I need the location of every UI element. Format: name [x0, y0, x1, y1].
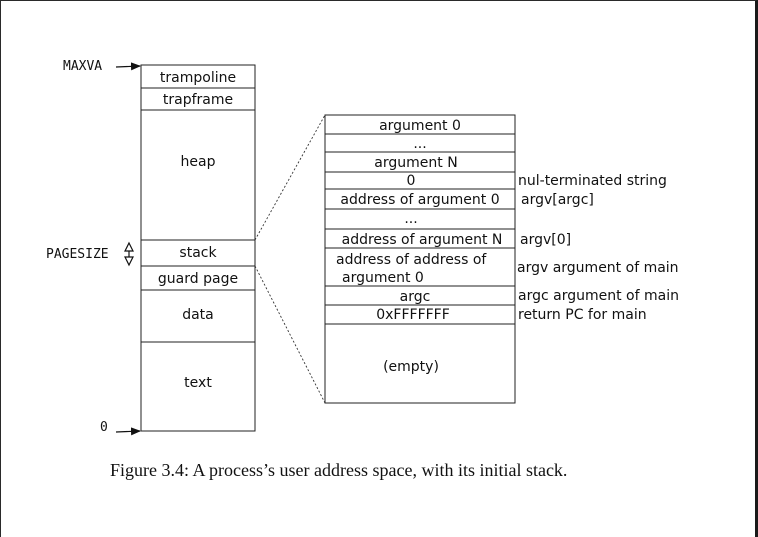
- cell-null-terminator: 0: [407, 173, 416, 189]
- zoom-lines: [254, 114, 326, 404]
- annotation-nul-terminated-string: nul-terminated string: [518, 173, 667, 189]
- region-heap: heap: [181, 154, 216, 170]
- pagesize-label: PAGESIZE: [46, 247, 109, 262]
- region-guard-page: guard page: [158, 271, 238, 287]
- cell-argv-line2: argument 0: [342, 270, 424, 286]
- region-text: text: [184, 375, 212, 391]
- region-data: data: [182, 307, 214, 323]
- cell-return-pc: 0xFFFFFFF: [376, 307, 450, 323]
- cell-argument-0: argument 0: [379, 118, 461, 134]
- stack-detail-box: [324, 114, 516, 404]
- address-space-column: [140, 64, 256, 432]
- region-stack: stack: [179, 245, 217, 261]
- cell-address-of-argument-n: address of argument N: [342, 232, 503, 248]
- cell-argc: argc: [400, 289, 431, 305]
- pagesize-double-arrow-icon: [124, 241, 134, 267]
- cell-ellipsis-1: ...: [413, 136, 426, 152]
- zero-arrow: [115, 427, 141, 436]
- region-trapframe: trapframe: [163, 92, 233, 108]
- cell-argument-n: argument N: [374, 155, 457, 171]
- cell-argv-line1: address of address of: [336, 252, 487, 268]
- region-trampoline: trampoline: [160, 70, 236, 86]
- zero-label: 0: [100, 420, 108, 435]
- cell-ellipsis-2: ...: [404, 211, 417, 227]
- maxva-label: MAXVA: [63, 59, 102, 74]
- figure-caption: Figure 3.4: A process’s user address spa…: [110, 460, 567, 480]
- annotation-return-pc-for-main: return PC for main: [518, 307, 647, 323]
- annotation-argc-argument-of-main: argc argument of main: [518, 288, 679, 304]
- cell-address-of-argument-0: address of argument 0: [340, 192, 499, 208]
- annotation-argv-argc: argv[argc]: [521, 192, 594, 208]
- annotation-argv-0: argv[0]: [520, 232, 571, 248]
- maxva-arrow: [115, 62, 141, 71]
- cell-empty: (empty): [383, 359, 439, 375]
- annotation-argv-argument-of-main: argv argument of main: [517, 260, 679, 276]
